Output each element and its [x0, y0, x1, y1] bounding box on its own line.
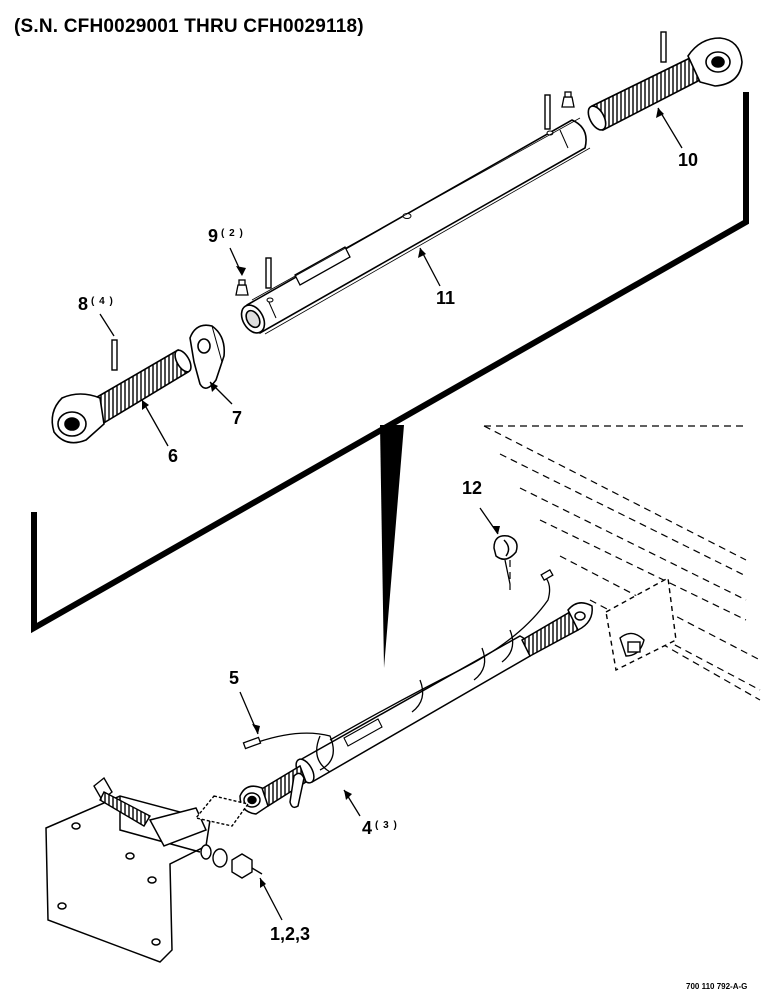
frame-bracket — [605, 576, 677, 672]
grease-fittings — [235, 91, 575, 296]
callout-6: 6 — [168, 446, 179, 466]
callout-8: 8( 4 ) — [78, 294, 114, 314]
leader-arrows-lower — [252, 526, 500, 888]
top-link-tube — [240, 117, 591, 335]
wire-harness — [242, 559, 554, 773]
callout-12: 12 — [462, 478, 483, 498]
callout-4: 4( 3 ) — [362, 818, 398, 838]
rod-end-right — [587, 37, 743, 132]
serial-number-header: (S.N. CFH0029001 THRU CFH0029118) — [14, 16, 364, 37]
drawing-number: 700 110 792-A-G — [686, 982, 748, 991]
callout-7: 7 — [232, 408, 243, 428]
detail-pointer — [380, 425, 404, 668]
leader-lines-upper — [99, 107, 683, 447]
callout-5: 5 — [229, 668, 240, 688]
callout-11: 11 — [436, 288, 456, 308]
leader-arrows-upper — [142, 108, 664, 410]
callout-1-2-3: 1,2,3 — [270, 924, 311, 944]
callout-8-qty: ( 4 ) — [91, 296, 114, 307]
callout-10: 10 — [678, 150, 699, 170]
handle — [189, 324, 226, 389]
hairpin-clip — [493, 535, 518, 560]
leader-lines-lower — [239, 507, 499, 921]
bolt-hardware — [93, 776, 263, 879]
roll-pins-upper — [111, 31, 667, 371]
callout-9-qty: ( 2 ) — [221, 228, 244, 239]
mounting-bracket — [45, 795, 211, 963]
callout-9: 9( 2 ) — [208, 226, 244, 246]
rod-end-left — [51, 348, 192, 444]
callout-4-qty: ( 3 ) — [375, 820, 398, 831]
